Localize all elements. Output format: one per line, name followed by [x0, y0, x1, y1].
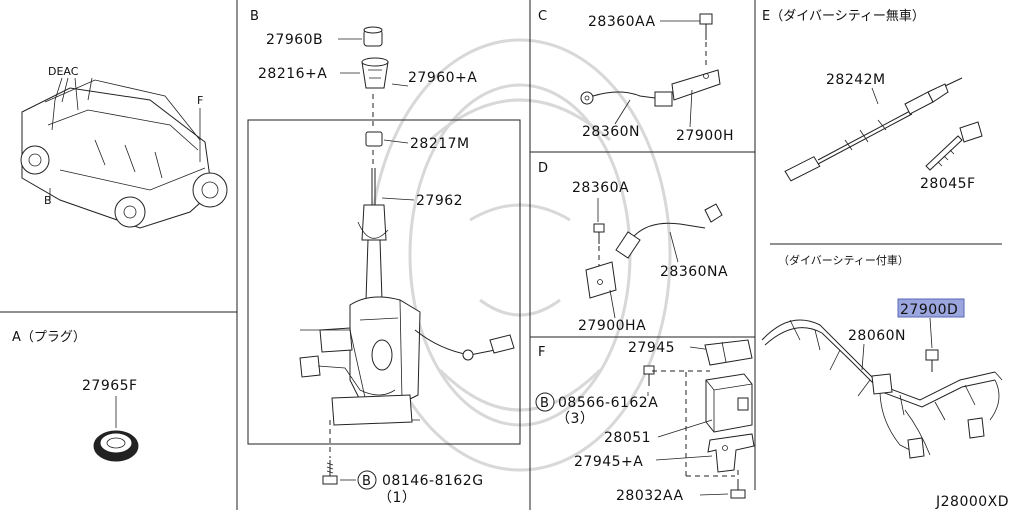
section-e-sub-label: （ダイバーシティー付車）	[778, 253, 909, 267]
antenna-assembly-box	[247, 119, 521, 445]
bolt-marker-b-1	[357, 470, 377, 490]
cap-27960b	[363, 26, 383, 47]
label-28360aa: 28360AA	[588, 14, 656, 30]
section-c-label: C	[538, 9, 547, 24]
strap-28360n	[580, 69, 721, 107]
label-08566: 08566-6162A	[558, 395, 658, 411]
plug-grommet	[93, 430, 139, 462]
section-b-label: B	[250, 9, 259, 24]
callout-deac: DEAC	[48, 65, 79, 78]
label-28051: 28051	[604, 430, 651, 446]
label-27965f: 27965F	[82, 378, 138, 394]
label-28060n: 28060N	[848, 328, 906, 344]
label-28242m: 28242M	[826, 72, 886, 88]
label-27960a: 27960+A	[408, 70, 477, 86]
label-27960b: 27960B	[266, 32, 323, 48]
highlight-27900d	[897, 298, 965, 318]
bolt-28032aa	[730, 482, 746, 499]
bracket-27945a	[707, 433, 755, 473]
label-27900h: 27900H	[676, 128, 734, 144]
label-27945a: 27945+A	[574, 454, 643, 470]
label-27900d[interactable]: 27900D	[900, 302, 958, 318]
label-27900ha: 27900HA	[578, 318, 646, 334]
section-e-label: E（ダイバーシティー無車）	[762, 9, 925, 24]
diagram-code: J28000XD	[935, 494, 1009, 510]
label-28045f: 28045F	[920, 176, 976, 192]
bolt-08146	[322, 460, 338, 485]
nut-28216a	[361, 57, 389, 89]
bolt-marker-b-2	[535, 392, 555, 412]
section-f-label: F	[538, 345, 545, 360]
callout-f: F	[197, 94, 203, 107]
screw-28360a	[593, 223, 605, 244]
label-28217m: 28217M	[410, 136, 470, 152]
label-28360na: 28360NA	[660, 264, 728, 280]
cable-28242m	[784, 77, 963, 182]
label-08146-qty: （1）	[378, 490, 416, 506]
panel-dividers	[0, 0, 1002, 510]
bolt-marker-b-1-letter: B	[362, 474, 371, 489]
antenna-motor-assembly	[299, 168, 515, 426]
section-a-label: A（プラグ）	[12, 330, 86, 345]
screw-28360aa	[699, 13, 713, 40]
harness-28060n	[761, 319, 1003, 459]
label-28360a: 28360A	[572, 180, 629, 196]
strap-28360na	[585, 203, 723, 299]
label-28032aa: 28032AA	[616, 488, 684, 504]
label-27962: 27962	[416, 193, 463, 209]
clip-28045f	[925, 121, 983, 171]
label-08566-qty: （3）	[556, 411, 594, 427]
control-unit-28051	[705, 373, 753, 433]
nut-27900d	[925, 349, 939, 372]
label-28360n: 28360N	[582, 124, 640, 140]
label-28216a: 28216+A	[258, 66, 327, 82]
vehicle-illustration	[20, 77, 228, 229]
label-08146: 08146-8162G	[382, 473, 484, 489]
label-27945: 27945	[628, 340, 675, 356]
section-d-label: D	[538, 161, 548, 176]
callout-b: B	[44, 194, 52, 207]
bolt-marker-b-2-letter: B	[540, 396, 549, 411]
screw-08566	[643, 365, 655, 386]
bushing-28217m	[365, 131, 383, 147]
bracket-27945	[704, 339, 753, 366]
